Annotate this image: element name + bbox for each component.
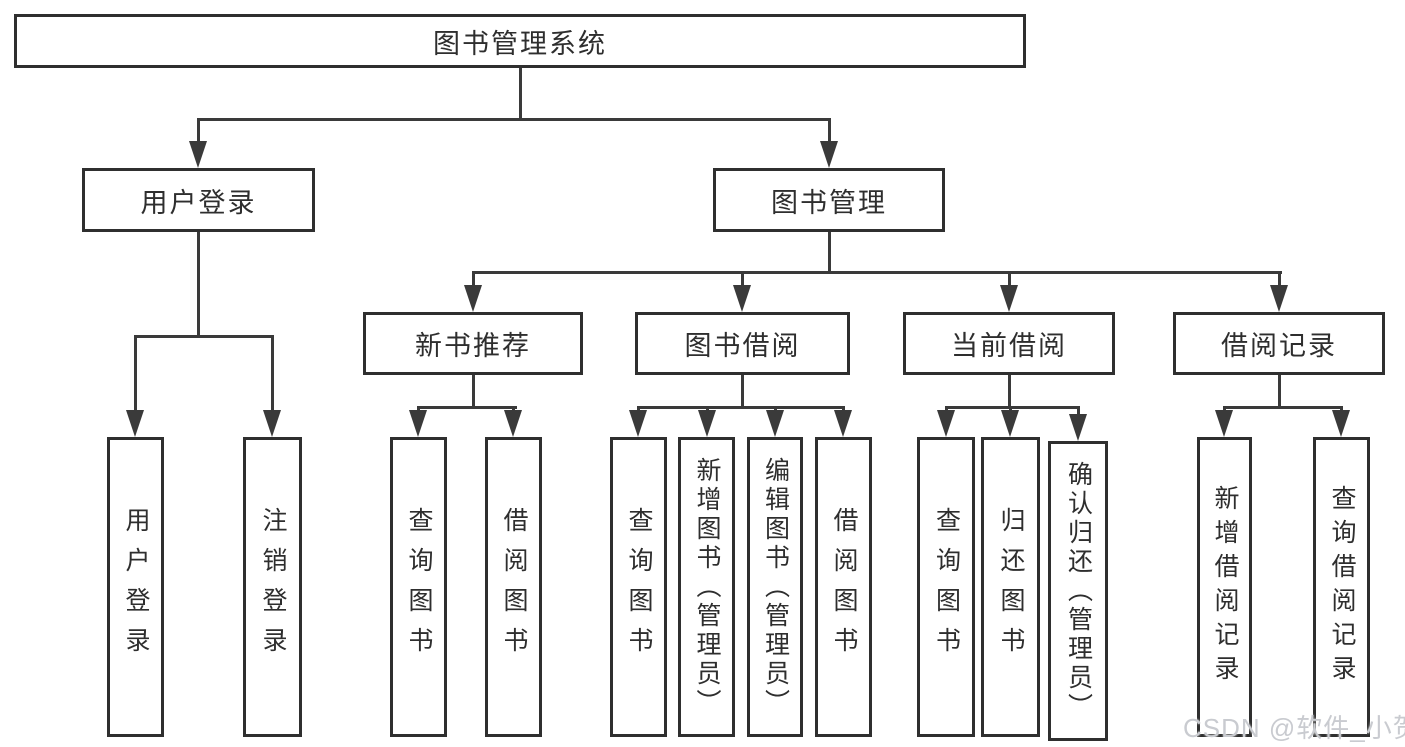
arrowhead-down-icon [1332, 410, 1350, 437]
connector-arrow-shaft [1008, 271, 1011, 287]
arrowhead-down-icon [1000, 285, 1018, 312]
connector-arrow-shaft [828, 118, 831, 144]
leaf-borrow-add-admin-label: 新增图书（管理员） [693, 456, 721, 718]
arrowhead-down-icon [1069, 414, 1087, 441]
node-root: 图书管理系统 [14, 14, 1026, 68]
node-borrow-records-label: 借阅记录 [1221, 331, 1337, 361]
arrowhead-down-icon [733, 285, 751, 312]
leaf-borrow-edit-admin-label: 编辑图书（管理员） [761, 456, 790, 718]
node-new-book-recommend: 新书推荐 [363, 312, 583, 375]
connector-login-hline [134, 335, 274, 338]
leaf-borrow-query: 查询图书 [610, 437, 667, 737]
arrowhead-down-icon [126, 410, 144, 437]
leaf-current-confirm-admin-label: 确认归还（管理员） [1064, 460, 1093, 722]
arrowhead-down-icon [820, 141, 838, 168]
connector-arrow-shaft [271, 335, 274, 413]
connector-current-stub [1008, 375, 1011, 409]
connector-newbook-hline [417, 406, 517, 409]
connector-root-hline [197, 118, 831, 121]
leaf-logout-label: 注销登录 [259, 507, 287, 667]
connector-arrow-shaft [197, 118, 200, 144]
node-book-management-label: 图书管理 [771, 187, 887, 218]
leaf-current-query: 查询图书 [917, 437, 975, 737]
arrowhead-down-icon [1215, 410, 1233, 437]
leaf-current-return-label: 归还图书 [997, 507, 1025, 667]
node-user-login: 用户登录 [82, 168, 315, 232]
leaf-borrow-query-label: 查询图书 [625, 507, 653, 667]
leaf-newbook-borrow-label: 借阅图书 [500, 507, 528, 667]
node-user-login-label: 用户登录 [140, 187, 257, 218]
leaf-records-add-label: 新增借阅记录 [1211, 485, 1239, 689]
arrowhead-down-icon [1001, 410, 1019, 437]
leaf-borrow-edit-admin: 编辑图书（管理员） [747, 437, 803, 737]
arrowhead-down-icon [263, 410, 281, 437]
connector-current-hline [945, 406, 1080, 409]
connector-mgmt-hline [472, 271, 1282, 274]
leaf-newbook-query: 查询图书 [390, 437, 447, 737]
leaf-newbook-query-label: 查询图书 [405, 507, 433, 667]
connector-arrow-shaft [134, 335, 137, 413]
connector-arrow-shaft [1077, 406, 1080, 418]
connector-mgmt-stub [828, 232, 831, 274]
connector-arrow-shaft [1278, 271, 1281, 287]
leaf-logout: 注销登录 [243, 437, 302, 737]
node-book-management: 图书管理 [713, 168, 945, 232]
connector-newbook-stub [472, 375, 475, 409]
csdn-watermark: CSDN @软件_小贺同学 [1183, 713, 1405, 743]
arrowhead-down-icon [937, 410, 955, 437]
leaf-newbook-borrow: 借阅图书 [485, 437, 542, 737]
leaf-current-confirm-admin: 确认归还（管理员） [1048, 441, 1108, 741]
arrowhead-down-icon [834, 410, 852, 437]
leaf-records-query-label: 查询借阅记录 [1328, 485, 1356, 689]
connector-login-stub [197, 232, 200, 338]
connector-arrow-shaft [472, 271, 475, 287]
leaf-borrow-add-admin: 新增图书（管理员） [678, 437, 735, 737]
arrowhead-down-icon [464, 285, 482, 312]
leaf-records-query: 查询借阅记录 [1313, 437, 1370, 737]
node-root-label: 图书管理系统 [433, 28, 607, 59]
leaf-current-return: 归还图书 [981, 437, 1040, 737]
arrowhead-down-icon [189, 141, 207, 168]
arrowhead-down-icon [504, 410, 522, 437]
connector-root-stub [519, 68, 522, 121]
leaf-user-login: 用户登录 [107, 437, 164, 737]
node-current-borrow: 当前借阅 [903, 312, 1115, 375]
node-borrow-records: 借阅记录 [1173, 312, 1385, 375]
connector-borrow-stub [741, 375, 744, 409]
node-current-borrow-label: 当前借阅 [951, 331, 1067, 361]
node-book-borrow-label: 图书借阅 [684, 331, 801, 361]
arrowhead-down-icon [1270, 285, 1288, 312]
connector-records-hline [1223, 406, 1343, 409]
node-new-book-recommend-label: 新书推荐 [415, 331, 531, 361]
node-book-borrow: 图书借阅 [635, 312, 850, 375]
arrowhead-down-icon [409, 410, 427, 437]
connector-records-stub [1278, 375, 1281, 409]
arrowhead-down-icon [766, 410, 784, 437]
leaf-current-query-label: 查询图书 [932, 507, 961, 667]
arrowhead-down-icon [629, 410, 647, 437]
connector-arrow-shaft [741, 271, 744, 287]
leaf-records-add: 新增借阅记录 [1197, 437, 1252, 737]
connector-borrow-hline [637, 406, 845, 409]
arrowhead-down-icon [698, 410, 716, 437]
leaf-user-login-label: 用户登录 [122, 507, 150, 667]
leaf-borrow-borrow-label: 借阅图书 [830, 507, 858, 667]
leaf-borrow-borrow: 借阅图书 [815, 437, 872, 737]
